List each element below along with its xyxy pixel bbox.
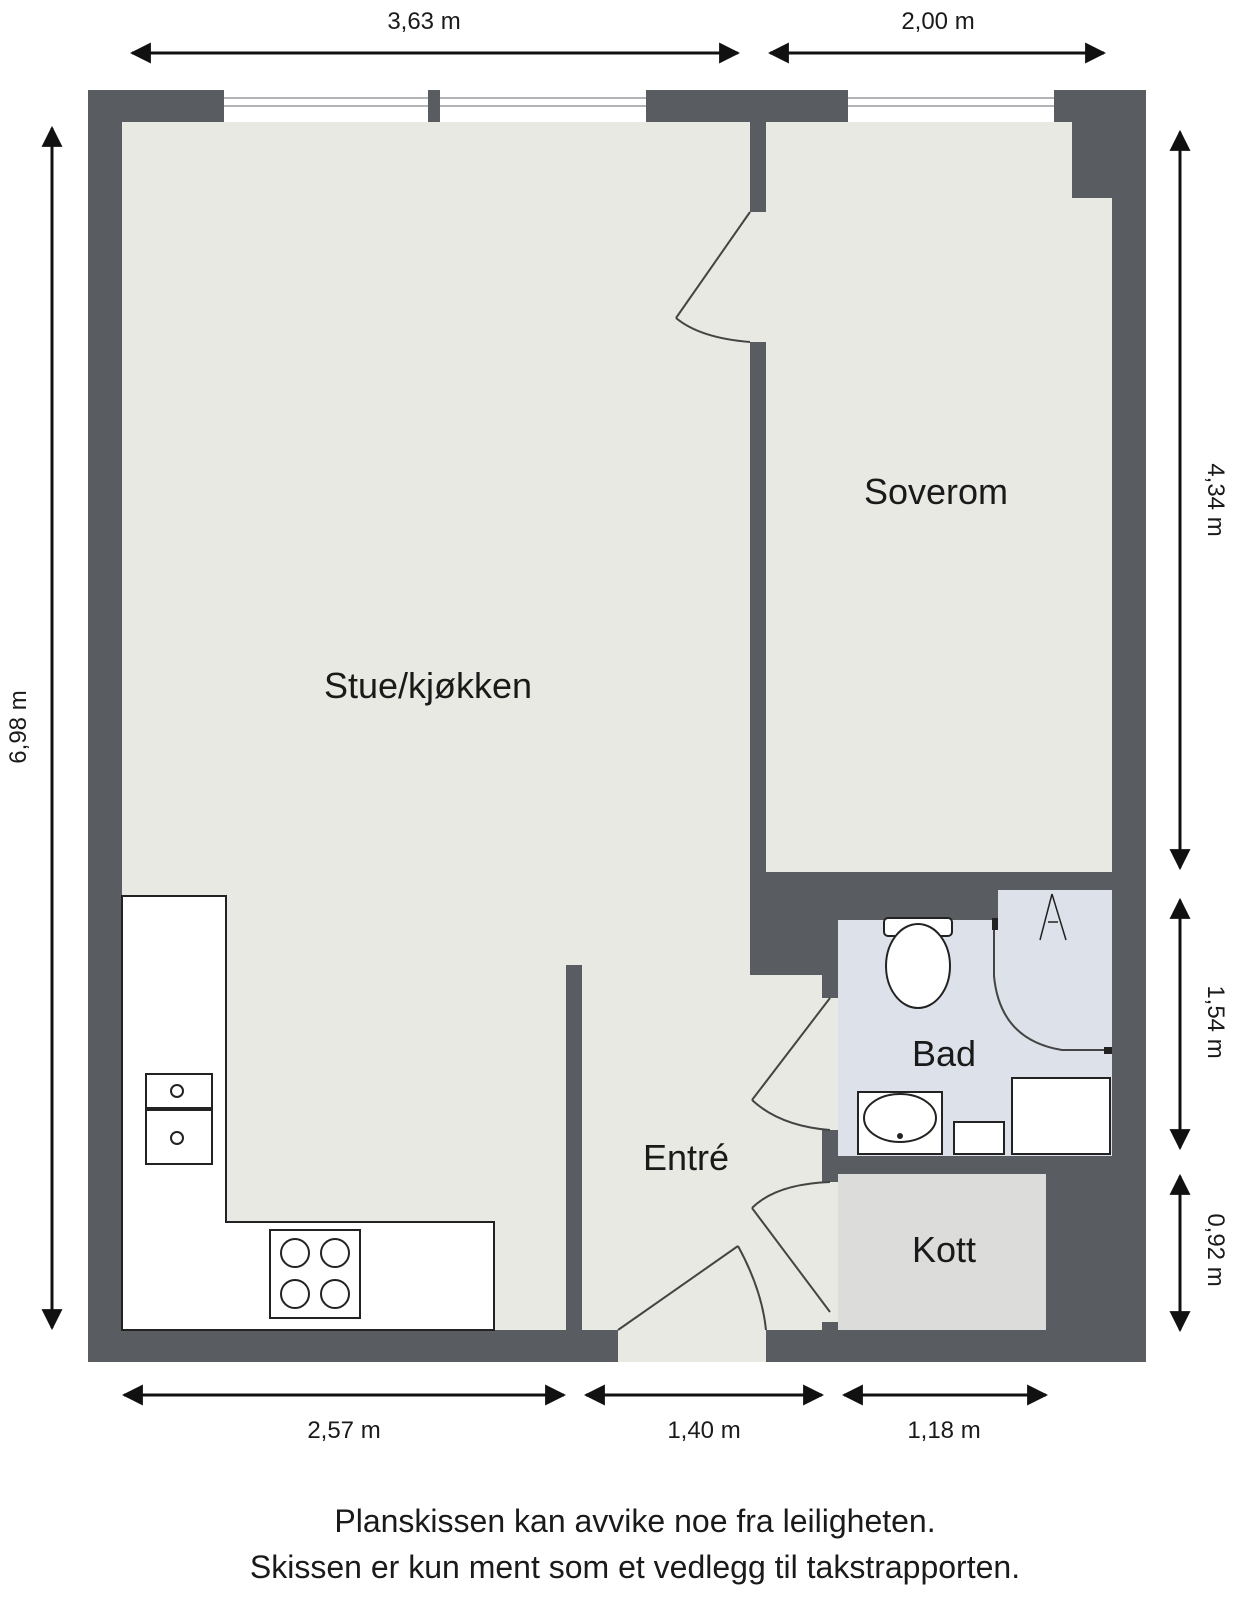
dimension-label-bottom-right: 1,18 m — [907, 1417, 980, 1444]
bath-door-opening — [822, 998, 838, 1130]
entrance-door — [617, 1245, 767, 1331]
wall-bath-kott — [838, 1156, 1112, 1174]
bedroom-door — [675, 211, 751, 343]
dimension-label-left: 6,98 m — [5, 690, 32, 763]
dimension-label-top-right: 2,00 m — [901, 8, 974, 35]
dimension-label-right-bad: 1,54 m — [1202, 985, 1229, 1058]
washing-machine-space — [1011, 1077, 1111, 1155]
window-living-2 — [440, 90, 646, 122]
wall-right-of-kott — [1046, 1174, 1112, 1330]
room-label-bathroom: Bad — [912, 1033, 976, 1074]
closet-door — [751, 1181, 831, 1313]
stove-icon — [269, 1229, 361, 1319]
bathroom-floor-top-left-wall — [838, 890, 998, 920]
window-living-1 — [224, 90, 428, 122]
bedroom-door-opening — [750, 212, 766, 342]
closet-floor — [838, 1174, 1046, 1330]
bedroom-floor — [766, 122, 1112, 872]
bathroom-door — [751, 997, 831, 1131]
washbasin-icon — [857, 1091, 943, 1155]
dimension-label-top-left: 3,63 m — [387, 8, 460, 35]
disclaimer-line-1: Planskissen kan avvike noe fra leilighet… — [334, 1503, 935, 1539]
dimension-label-bottom-left: 2,57 m — [307, 1417, 380, 1444]
room-label-living-kitchen: Stue/kjøkken — [324, 665, 532, 706]
dimension-label-bottom-middle: 1,40 m — [667, 1417, 740, 1444]
bedroom-corner-wall — [1072, 122, 1112, 198]
disclaimer-line-2: Skissen er kun ment som et vedlegg til t… — [250, 1549, 1020, 1585]
window-bedroom — [848, 90, 1054, 122]
dimension-label-right-soverom: 4,34 m — [1202, 463, 1229, 536]
bath-cabinet — [953, 1121, 1005, 1155]
entrance-floor — [560, 975, 838, 1330]
room-label-entrance: Entré — [643, 1137, 729, 1178]
kott-door-opening — [822, 1182, 838, 1322]
sink-icon — [145, 1073, 213, 1165]
room-label-closet: Kott — [912, 1229, 976, 1270]
wall-entrance-partition — [566, 965, 582, 1330]
room-label-bedroom: Soverom — [864, 471, 1008, 512]
wall-block-between — [750, 872, 838, 975]
shower-icon — [992, 893, 1112, 1054]
toilet-icon — [883, 917, 953, 1009]
dimension-label-right-kott: 0,92 m — [1202, 1213, 1229, 1286]
kitchen-counter — [121, 895, 495, 1331]
entrance-door-opening — [618, 1330, 766, 1362]
